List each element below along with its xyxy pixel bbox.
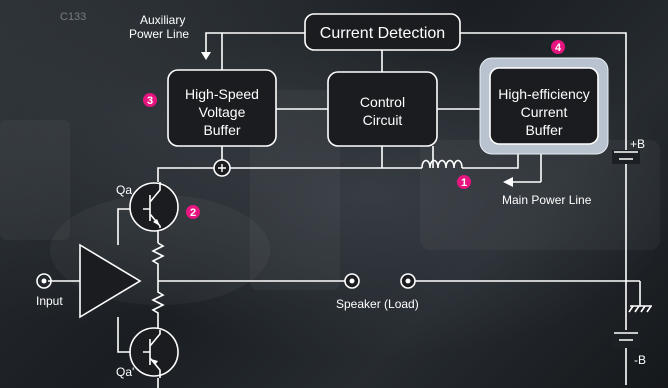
resistor-lower — [151, 281, 165, 330]
minus-b-label: -B — [634, 353, 646, 367]
control-circuit-line-1: Control — [360, 94, 405, 110]
amplifier-triangle-icon — [79, 243, 142, 319]
inductor-icon — [421, 159, 463, 169]
transistor-qa-icon — [129, 182, 179, 232]
aux-arrow — [201, 52, 211, 60]
voltage-buffer-line-1: High-Speed — [185, 86, 259, 102]
wire-main-right — [462, 150, 519, 169]
ground-icon — [628, 305, 652, 313]
main-power-line-label: Main Power Line — [502, 193, 592, 207]
qa-prime-label: Qa' — [116, 365, 134, 379]
input-label: Input — [36, 294, 63, 308]
battery-plus-b-icon — [612, 150, 640, 164]
battery-minus-b-icon — [612, 330, 640, 348]
main-arrow — [503, 177, 513, 187]
current-buffer-block: High-efficiency Current Buffer — [479, 57, 609, 155]
speaker-label: Speaker (Load) — [336, 297, 419, 311]
svg-text:1: 1 — [461, 177, 467, 189]
control-circuit-block: Control Circuit — [327, 71, 438, 147]
current-buffer-line-2: Current — [521, 104, 568, 120]
plus-b-label: +B — [630, 137, 645, 151]
svg-text:2: 2 — [190, 207, 196, 219]
input-terminal-icon — [36, 273, 52, 289]
qa-label: Qa — [116, 183, 132, 197]
voltage-buffer-block: High-Speed Voltage Buffer — [167, 69, 277, 147]
voltage-buffer-line-3: Buffer — [203, 122, 240, 138]
current-detection-label: Current Detection — [320, 25, 445, 42]
svg-text:3: 3 — [147, 95, 153, 107]
wire-detection-right — [460, 32, 627, 385]
voltage-buffer-line-2: Voltage — [199, 104, 246, 120]
badge-2: 2 — [186, 205, 200, 219]
current-buffer-line-3: Buffer — [525, 122, 562, 138]
aux-power-line-label-2: Power Line — [129, 27, 189, 41]
aux-power-line-label-1: Auxiliary — [140, 13, 185, 27]
speaker-terminal-left-icon — [344, 273, 360, 289]
transistor-qa-prime-icon — [129, 327, 179, 378]
badge-3: 3 — [143, 93, 157, 107]
background-text: C133 — [60, 11, 86, 23]
speaker-terminal-right-icon — [400, 273, 416, 289]
current-buffer-line-1: High-efficiency — [498, 86, 590, 102]
svg-text:4: 4 — [555, 42, 562, 54]
current-detection-block: Current Detection — [304, 13, 461, 51]
summing-node — [213, 159, 231, 177]
badge-1: 1 — [457, 175, 471, 189]
resistor-upper — [151, 242, 165, 281]
control-circuit-line-2: Circuit — [363, 112, 403, 128]
badge-4: 4 — [551, 40, 565, 54]
wire-sum-qa — [157, 167, 214, 182]
wires — [48, 32, 641, 388]
wire-aux-line — [205, 32, 305, 58]
